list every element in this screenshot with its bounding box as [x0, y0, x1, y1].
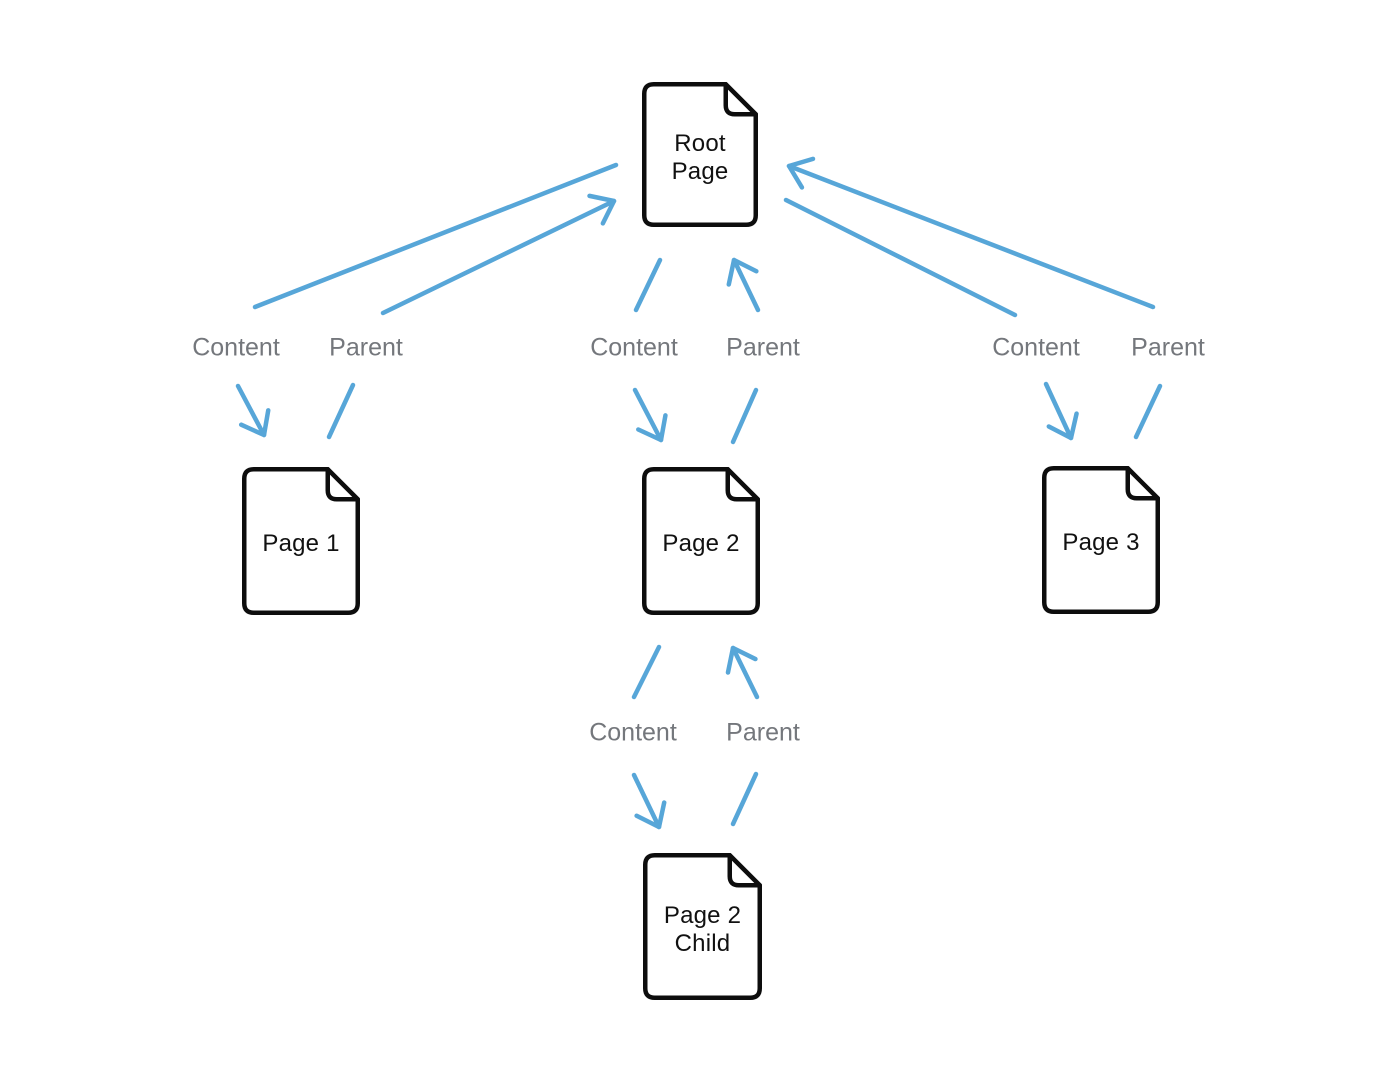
node-label-line: Page 2: [662, 530, 740, 557]
node-label-line: Root: [674, 129, 726, 157]
document-icon: [642, 467, 760, 615]
node-page-1: Page 1: [242, 467, 360, 615]
root-to-page3-content-upper: [783, 197, 1018, 318]
edge-label-child-parent: Parent: [726, 718, 800, 747]
node-label-line: Page 3: [1062, 529, 1140, 556]
child-to-page2-parent-lower: [730, 771, 759, 827]
edge-label-page3-parent: Parent: [1131, 333, 1205, 362]
edge-label-page3-content: Content: [992, 333, 1080, 362]
root-to-page1-content-lower: [235, 383, 271, 438]
node-label-line: Page 2: [663, 901, 742, 929]
root-to-page3-content-lower: [1043, 381, 1079, 441]
page2-to-child-content-upper: [631, 644, 662, 700]
node-page-3: Page 3: [1042, 466, 1160, 614]
page2-to-root-parent-upper: [726, 257, 761, 313]
edge-label-page2-content: Content: [590, 333, 678, 362]
document-icon: [242, 467, 360, 615]
page1-to-root-parent-upper: [380, 193, 617, 316]
node-label-line: Page 1: [262, 530, 340, 557]
node-label-line: Page: [671, 157, 729, 185]
edge-label-page1-content: Content: [192, 333, 280, 362]
child-to-page2-parent-upper: [725, 645, 760, 700]
edge-label-page1-parent: Parent: [329, 333, 403, 362]
edge-label-page2-parent: Parent: [726, 333, 800, 362]
root-to-page2-content-upper: [633, 257, 663, 313]
document-icon: [642, 82, 758, 227]
node-label: Page 1: [262, 530, 339, 558]
root-to-page1-content-upper: [252, 162, 619, 310]
page3-to-root-parent-lower: [1133, 383, 1163, 440]
page2-to-root-parent-lower: [730, 387, 759, 445]
root-to-page2-content-lower: [632, 387, 668, 443]
document-icon: [1042, 466, 1160, 614]
node-label: Page 2: [662, 530, 739, 558]
page3-to-root-parent-upper: [786, 156, 1156, 310]
page1-to-root-parent-lower: [326, 382, 356, 440]
document-icon: [643, 853, 762, 1000]
node-label-line: Child: [674, 929, 731, 957]
node-label: Page 3: [1062, 529, 1139, 557]
page2-to-child-content-lower: [631, 772, 667, 830]
node-page-2: Page 2: [642, 467, 760, 615]
edge-label-child-content: Content: [589, 718, 677, 747]
